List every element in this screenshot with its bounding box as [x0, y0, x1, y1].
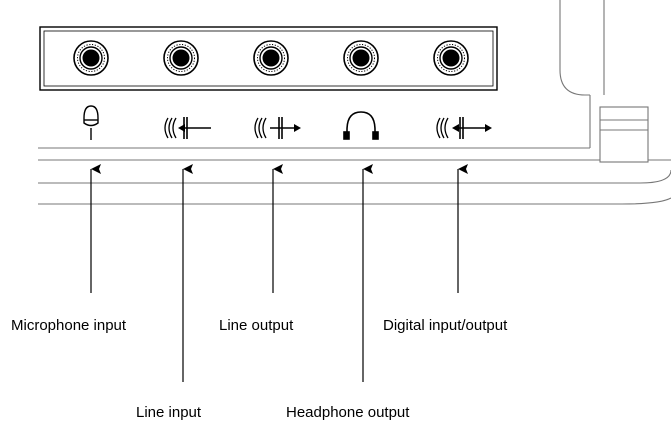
line-output-label: Line output: [219, 317, 294, 334]
digital-io-jack: [433, 40, 469, 76]
microphone-icon: [83, 105, 99, 140]
line-output-icon: [254, 117, 301, 139]
jack-panel-inner: [43, 30, 494, 87]
line-output-jack: [253, 40, 289, 76]
headphone-icon: [343, 111, 379, 140]
headphone-output-label: Headphone output: [286, 404, 410, 421]
headphone-jack: [343, 40, 379, 76]
line-input-icon: [164, 117, 211, 139]
digital-io-label: Digital input/output: [383, 317, 508, 334]
microphone-input-label: Microphone input: [11, 317, 127, 334]
microphone-jack: [73, 40, 109, 76]
digital-io-icon: [436, 117, 492, 139]
line-input-jack: [163, 40, 199, 76]
device-outline: [38, 0, 671, 205]
line-input-label: Line input: [136, 404, 202, 421]
